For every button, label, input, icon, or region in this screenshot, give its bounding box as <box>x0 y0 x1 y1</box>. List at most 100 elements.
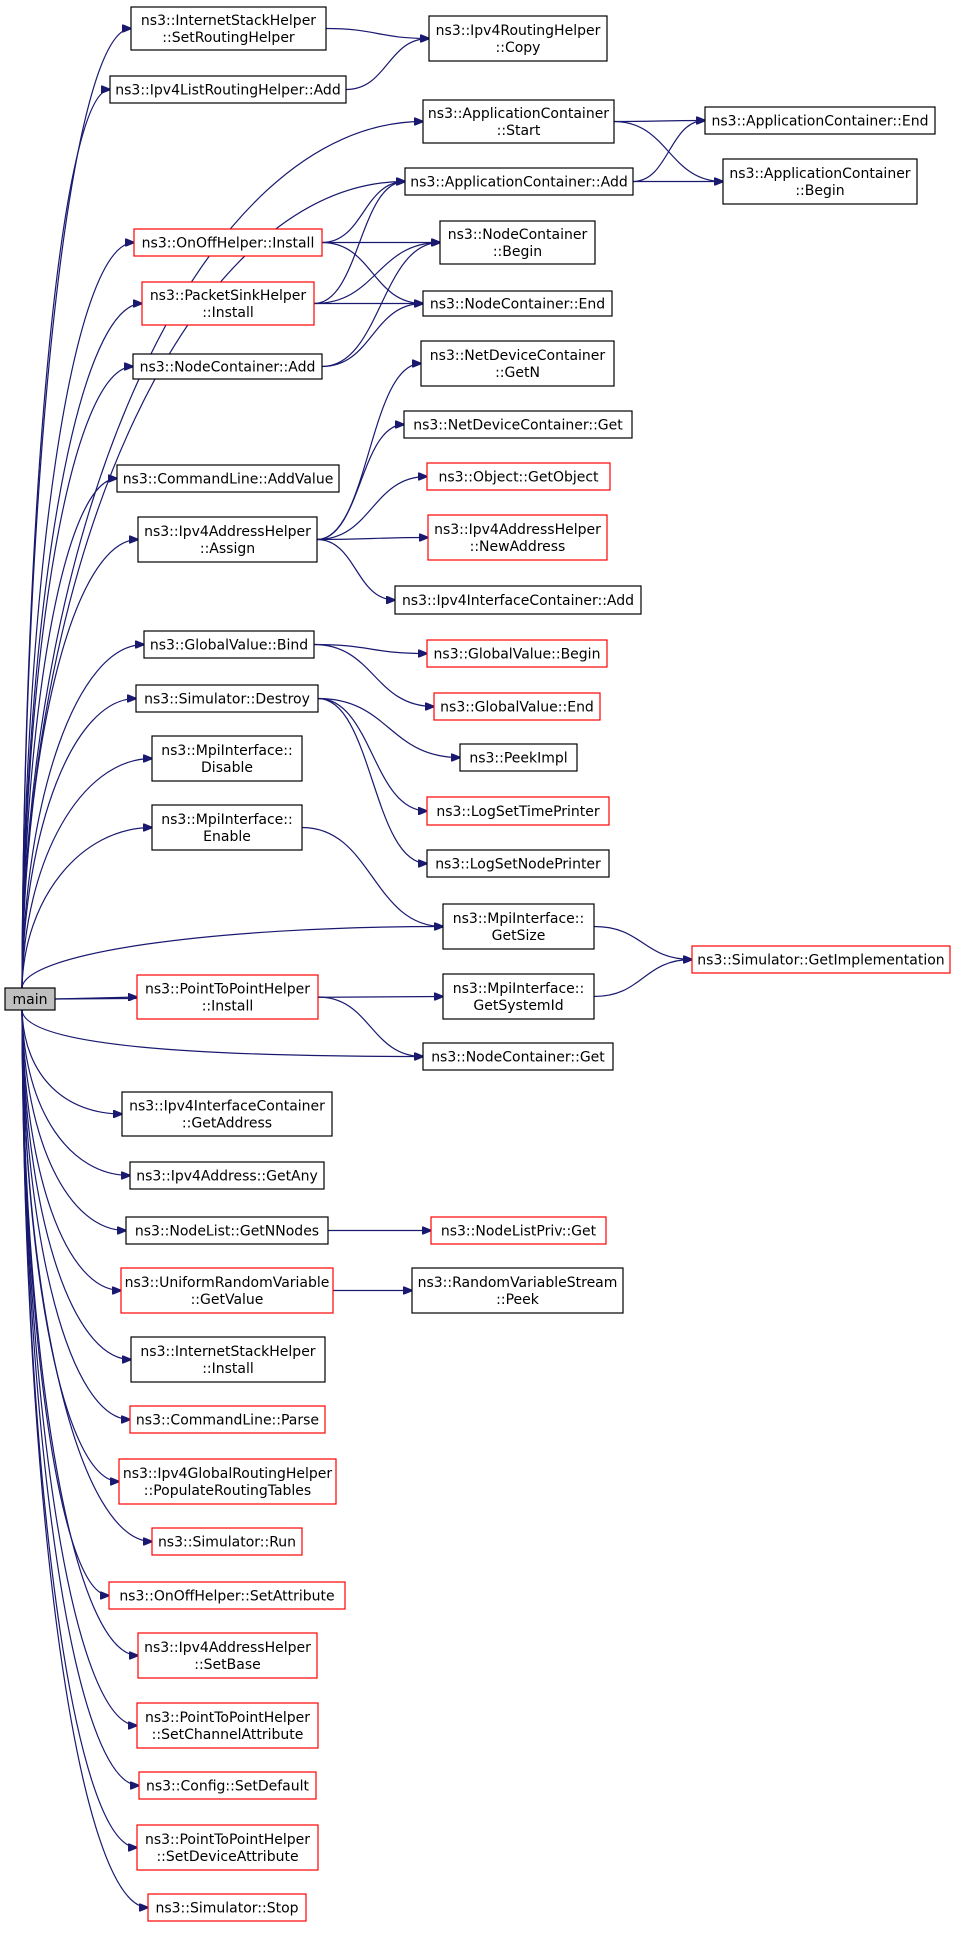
node-main[interactable]: main <box>4 987 56 1011</box>
node-label-gv_bind-line-0: ns3::GlobalValue::Bind <box>150 638 308 654</box>
node-label-appc_begin-line-0: ns3::ApplicationContainer <box>729 166 910 182</box>
node-lognode[interactable]: ns3::LogSetNodePrinter <box>426 849 610 878</box>
node-p2p_install[interactable]: ns3::PointToPointHelper::Install <box>136 974 319 1020</box>
node-ipv4list_add[interactable]: ns3::Ipv4ListRoutingHelper::Add <box>109 75 347 104</box>
node-ipv4ic_add[interactable]: ns3::Ipv4InterfaceContainer::Add <box>394 585 642 615</box>
node-label-ipv4ah_setbase-line-0: ns3::Ipv4AddressHelper <box>144 1640 311 1656</box>
node-ipv4ah_newaddr[interactable]: ns3::Ipv4AddressHelper::NewAddress <box>427 514 608 561</box>
node-box-sim_getimpl <box>691 945 951 974</box>
node-sim_run[interactable]: ns3::Simulator::Run <box>151 1527 303 1556</box>
node-ipv4grh_populate[interactable]: ns3::Ipv4GlobalRoutingHelper::PopulateRo… <box>118 1458 337 1505</box>
node-appc_end[interactable]: ns3::ApplicationContainer::End <box>704 106 936 135</box>
node-label-appc_begin-line-1: ::Begin <box>795 183 844 199</box>
node-gv_bind[interactable]: ns3::GlobalValue::Bind <box>143 630 315 659</box>
call-edge-ipv4ah_assign-to-ipv4ic_add <box>316 538 395 601</box>
call-edge-main-to-sim_destroy <box>21 699 136 989</box>
node-mpi_enable[interactable]: ns3::MpiInterface::Enable <box>151 804 303 851</box>
call-edge-main-to-ipv4ah_assign <box>21 540 138 989</box>
node-obj_getobject[interactable]: ns3::Object::GetObject <box>426 462 611 491</box>
node-label-ipv4ic_getaddr-line-1: ::GetAddress <box>182 1116 272 1132</box>
node-label-nlp_get-line-0: ns3::NodeListPriv::Get <box>441 1224 597 1240</box>
node-nc_add[interactable]: ns3::NodeContainer::Add <box>132 353 323 380</box>
node-ish_install[interactable]: ns3::InternetStackHelper::Install <box>130 1336 326 1383</box>
node-box-ndc_getn <box>420 340 615 387</box>
node-onoff_setattr[interactable]: ns3::OnOffHelper::SetAttribute <box>108 1581 346 1610</box>
node-nc_begin[interactable]: ns3::NodeContainer::Begin <box>439 220 596 265</box>
node-urv_getvalue[interactable]: ns3::UniformRandomVariable::GetValue <box>120 1267 334 1314</box>
node-ipv4addr_getany[interactable]: ns3::Ipv4Address::GetAny <box>129 1161 325 1190</box>
node-box-logtime <box>426 796 610 826</box>
node-label-ish_install-line-0: ns3::InternetStackHelper <box>140 1344 315 1360</box>
node-box-lognode <box>426 849 610 878</box>
node-label-ipv4ah_assign-line-1: ::Assign <box>200 541 255 557</box>
node-box-urv_getvalue <box>120 1267 334 1314</box>
node-mpi_disable[interactable]: ns3::MpiInterface::Disable <box>151 735 303 782</box>
call-edge-ipv4ah_assign-to-ndc_get <box>316 425 404 541</box>
node-nc_get[interactable]: ns3::NodeContainer::Get <box>422 1042 614 1071</box>
node-label-gv_begin-line-0: ns3::GlobalValue::Begin <box>434 647 601 663</box>
node-onoff_install[interactable]: ns3::OnOffHelper::Install <box>133 228 323 257</box>
node-box-onoff_setattr <box>108 1581 346 1610</box>
node-logtime[interactable]: ns3::LogSetTimePrinter <box>426 796 610 826</box>
node-appc_add[interactable]: ns3::ApplicationContainer::Add <box>404 167 634 196</box>
node-sim_stop[interactable]: ns3::Simulator::Stop <box>147 1893 307 1922</box>
node-label-ipv4rh_copy-line-1: ::Copy <box>496 40 541 56</box>
call-edge-main-to-urv_getvalue <box>21 1009 121 1291</box>
node-label-lognode-line-0: ns3::LogSetNodePrinter <box>435 857 601 873</box>
node-ish_setrouting[interactable]: ns3::InternetStackHelper::SetRoutingHelp… <box>130 6 327 51</box>
call-edge-main-to-ipv4ic_getaddr <box>21 1009 122 1114</box>
node-box-gv_begin <box>426 639 608 668</box>
node-label-appc_start-line-0: ns3::ApplicationContainer <box>428 106 609 122</box>
call-edge-main-to-sim_stop <box>21 1009 148 1908</box>
node-nlp_get[interactable]: ns3::NodeListPriv::Get <box>430 1216 607 1245</box>
node-mpi_getsysid[interactable]: ns3::MpiInterface::GetSystemId <box>442 973 595 1020</box>
node-label-appc_end-line-0: ns3::ApplicationContainer::End <box>712 114 929 130</box>
call-edge-sim_destroy-to-peekimpl <box>317 697 460 758</box>
node-peekimpl[interactable]: ns3::PeekImpl <box>459 743 578 772</box>
node-sink_install[interactable]: ns3::PacketSinkHelper::Install <box>141 281 315 326</box>
node-ipv4ah_setbase[interactable]: ns3::Ipv4AddressHelper::SetBase <box>137 1632 318 1679</box>
call-edge-onoff_install-to-appc_add <box>321 182 405 244</box>
node-label-ipv4ah_assign-line-0: ns3::Ipv4AddressHelper <box>144 524 311 540</box>
node-box-sim_run <box>151 1527 303 1556</box>
node-cfg_setdefault[interactable]: ns3::Config::SetDefault <box>138 1771 317 1800</box>
node-box-onoff_install <box>133 228 323 257</box>
call-edge-mpi_getsysid-to-sim_getimpl <box>593 960 692 998</box>
node-label-appc_add-line-0: ns3::ApplicationContainer::Add <box>410 175 627 191</box>
call-edge-ipv4ah_assign-to-obj_getobject <box>316 477 427 541</box>
node-rvs_peek[interactable]: ns3::RandomVariableStream::Peek <box>411 1267 624 1314</box>
node-label-nc_get-line-0: ns3::NodeContainer::Get <box>431 1050 605 1066</box>
node-box-ipv4ic_getaddr <box>121 1091 333 1137</box>
node-p2p_setchattr[interactable]: ns3::PointToPointHelper::SetChannelAttri… <box>136 1702 319 1749</box>
node-gv_end[interactable]: ns3::GlobalValue::End <box>433 692 601 721</box>
node-label-gv_end-line-0: ns3::GlobalValue::End <box>440 700 594 716</box>
node-p2p_setdevattr[interactable]: ns3::PointToPointHelper::SetDeviceAttrib… <box>136 1824 319 1871</box>
node-ndc_getn[interactable]: ns3::NetDeviceContainer::GetN <box>420 340 615 387</box>
node-ipv4ah_assign[interactable]: ns3::Ipv4AddressHelper::Assign <box>137 516 318 563</box>
node-mpi_getsize[interactable]: ns3::MpiInterface::GetSize <box>442 903 595 950</box>
node-ipv4rh_copy[interactable]: ns3::Ipv4RoutingHelper::Copy <box>428 15 608 62</box>
node-sim_destroy[interactable]: ns3::Simulator::Destroy <box>135 684 319 713</box>
node-cmd_addvalue[interactable]: ns3::CommandLine::AddValue <box>116 464 340 493</box>
call-edge-main-to-ipv4list_add <box>21 90 110 989</box>
node-appc_begin[interactable]: ns3::ApplicationContainer::Begin <box>722 158 918 205</box>
call-edge-main-to-cmd_addvalue <box>21 479 117 989</box>
call-edge-p2p_install-to-nc_get <box>317 996 423 1057</box>
node-ndc_get[interactable]: ns3::NetDeviceContainer::Get <box>403 410 633 439</box>
node-label-mpi_enable-line-0: ns3::MpiInterface:: <box>161 812 292 828</box>
node-cmd_parse[interactable]: ns3::CommandLine::Parse <box>129 1405 326 1434</box>
node-label-p2p_setchattr-line-0: ns3::PointToPointHelper <box>145 1710 310 1726</box>
node-nc_end[interactable]: ns3::NodeContainer::End <box>422 290 613 317</box>
node-appc_start[interactable]: ns3::ApplicationContainer::Start <box>422 99 615 144</box>
node-sim_getimpl[interactable]: ns3::Simulator::GetImplementation <box>691 945 951 974</box>
node-label-ndc_get-line-0: ns3::NetDeviceContainer::Get <box>413 418 623 434</box>
call-edge-main-to-mpi_getsize <box>21 927 443 989</box>
node-gv_begin[interactable]: ns3::GlobalValue::Begin <box>426 639 608 668</box>
call-edge-main-to-cmd_parse <box>21 1009 130 1420</box>
node-label-sim_stop-line-0: ns3::Simulator::Stop <box>155 1901 298 1917</box>
node-nl_getnnodes[interactable]: ns3::NodeList::GetNNodes <box>125 1216 329 1245</box>
node-ipv4ic_getaddr[interactable]: ns3::Ipv4InterfaceContainer::GetAddress <box>121 1091 333 1137</box>
node-label-ipv4ah_newaddr-line-1: ::NewAddress <box>470 539 566 555</box>
node-label-ipv4grh_populate-line-1: ::PopulateRoutingTables <box>144 1483 311 1499</box>
node-label-ipv4ic_add-line-0: ns3::Ipv4InterfaceContainer::Add <box>402 593 634 609</box>
